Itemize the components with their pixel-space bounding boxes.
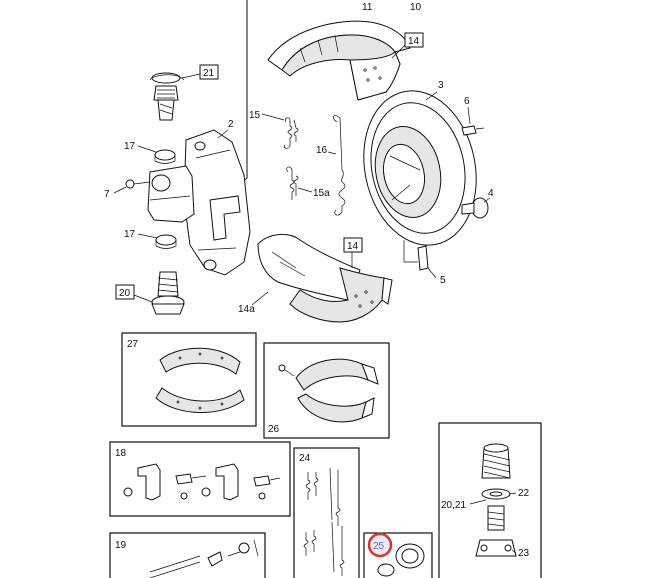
kit-box-18[interactable] [109,441,291,517]
bolt-6[interactable] [461,125,485,136]
leader-23 [511,549,517,554]
leader-16 [327,151,337,155]
highlight-ring-25 [367,532,393,558]
kit-box-27[interactable] [121,332,257,427]
leader-line-main [239,0,248,185]
leader-7 [113,186,127,194]
kit-box-20-21[interactable] [438,422,542,578]
callout-box-14-top [404,32,424,48]
leader-20 [133,294,153,303]
callout-15a[interactable]: 15a [313,188,330,199]
callout-3[interactable]: 3 [438,80,444,91]
leader-15a [297,187,313,193]
callout-14a[interactable]: 14a [238,304,255,315]
brake-drum[interactable] [350,80,490,255]
bleed-screw-7[interactable] [125,179,151,189]
callout-4[interactable]: 4 [488,188,494,199]
leader-3 [425,91,438,101]
leader-22 [509,492,517,495]
callout-25[interactable]: 25 [373,541,385,552]
kit-box-25[interactable] [363,532,433,578]
adjuster-assembly-20[interactable] [151,271,185,315]
seal-17-top[interactable] [154,149,176,164]
pin-set-19[interactable] [149,539,259,578]
leader-20-21 [469,499,487,505]
leader-21 [181,73,201,79]
callout-11[interactable]: 11 [362,2,373,13]
callout-15[interactable]: 15 [249,110,261,121]
leader-15 [261,113,285,121]
leader-5 [427,267,437,279]
leader-4 [483,197,491,203]
shoe-set-26[interactable] [278,358,379,423]
actuator-housing[interactable] [147,165,195,223]
callout-14-top[interactable]: 14 [408,36,420,47]
callout-2[interactable]: 2 [228,119,234,130]
leader-6 [467,106,471,125]
callout-22[interactable]: 22 [518,488,530,499]
callout-26[interactable]: 26 [268,424,280,435]
adjuster-kit-20-21[interactable] [475,443,517,557]
bracket-set-18[interactable] [123,463,281,501]
lining-set-27[interactable] [155,347,245,414]
callout-10[interactable]: 10 [410,2,422,13]
spring-15[interactable] [283,117,299,149]
callout-7[interactable]: 7 [104,189,110,200]
callout-17-top[interactable]: 17 [124,141,136,152]
callout-21[interactable]: 21 [203,68,215,79]
callout-27[interactable]: 27 [127,339,139,350]
leader-17-bottom [137,233,158,239]
adjuster-4[interactable] [461,197,489,219]
callout-16[interactable]: 16 [316,145,328,156]
callout-5[interactable]: 5 [440,275,446,286]
seal-25[interactable] [377,543,425,577]
callout-19[interactable]: 19 [115,540,127,551]
anchor-plate-2[interactable] [183,129,251,276]
callout-18[interactable]: 18 [115,448,127,459]
kit-box-19[interactable] [109,532,266,578]
callout-20-21[interactable]: 20,21 [441,500,466,511]
leader-14-top [391,44,406,59]
kit-box-24[interactable] [293,447,360,578]
spring-15a[interactable] [286,166,299,200]
adjuster-assembly-21[interactable] [149,72,185,121]
leader-2 [217,129,229,139]
spring-16[interactable] [332,115,346,216]
seal-17-bottom[interactable] [155,234,177,249]
callout-23[interactable]: 23 [518,548,530,559]
leader-17-top [137,145,157,153]
callout-20[interactable]: 20 [119,288,131,299]
callout-box-14-bottom [343,237,363,253]
brake-shoe-upper[interactable] [267,20,411,101]
leader-14a [251,291,269,306]
callout-17-bottom[interactable]: 17 [124,229,136,240]
callout-6[interactable]: 6 [464,96,470,107]
kit-box-26[interactable] [263,342,390,439]
brake-shoe-lower[interactable] [257,234,393,323]
spring-set-24[interactable] [303,467,345,576]
callout-box-20 [115,284,135,300]
callout-14-bottom[interactable]: 14 [347,241,359,252]
callout-24[interactable]: 24 [299,453,311,464]
callout-box-21 [199,64,219,80]
